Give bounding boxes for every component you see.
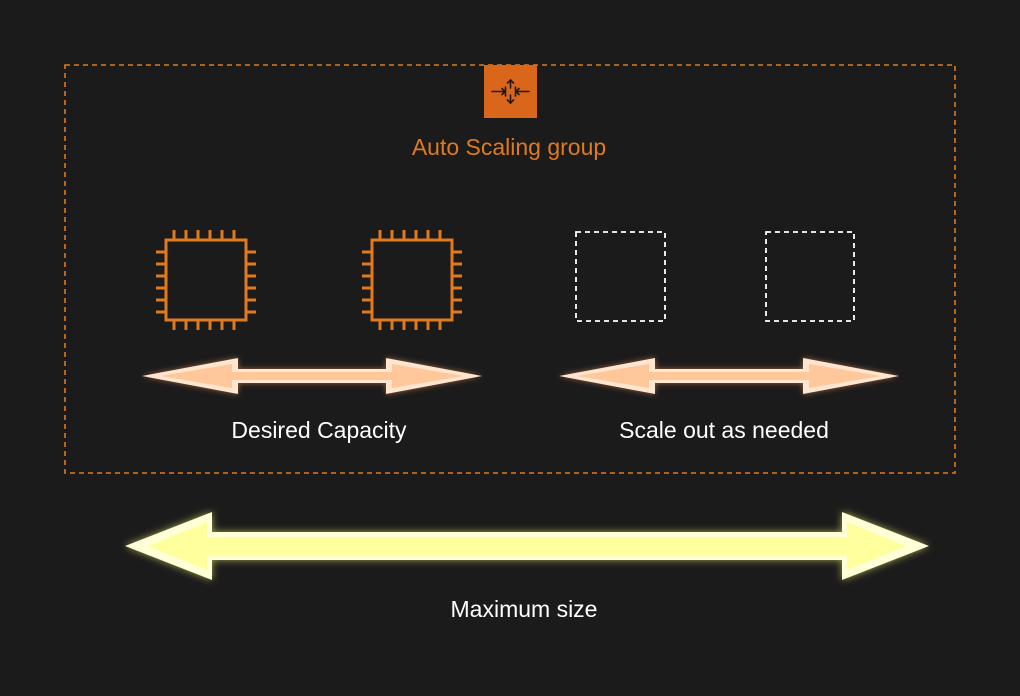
scale-out-arrow: [559, 358, 899, 394]
maximum-size-arrow: [125, 512, 929, 580]
maximum-size-label: Maximum size: [451, 596, 598, 622]
desired-capacity-label: Desired Capacity: [231, 417, 407, 443]
auto-scaling-icon: [484, 65, 537, 118]
placeholder-instance-icon: [765, 231, 855, 322]
desired-capacity-arrow: [142, 358, 482, 394]
ec2-instance-icon: [362, 230, 462, 330]
group-title: Auto Scaling group: [412, 134, 606, 160]
ec2-instance-icon: [156, 230, 256, 330]
placeholder-instance-icon: [575, 231, 666, 322]
scale-out-label: Scale out as needed: [619, 417, 829, 443]
auto-scaling-group-boundary: [64, 64, 956, 474]
